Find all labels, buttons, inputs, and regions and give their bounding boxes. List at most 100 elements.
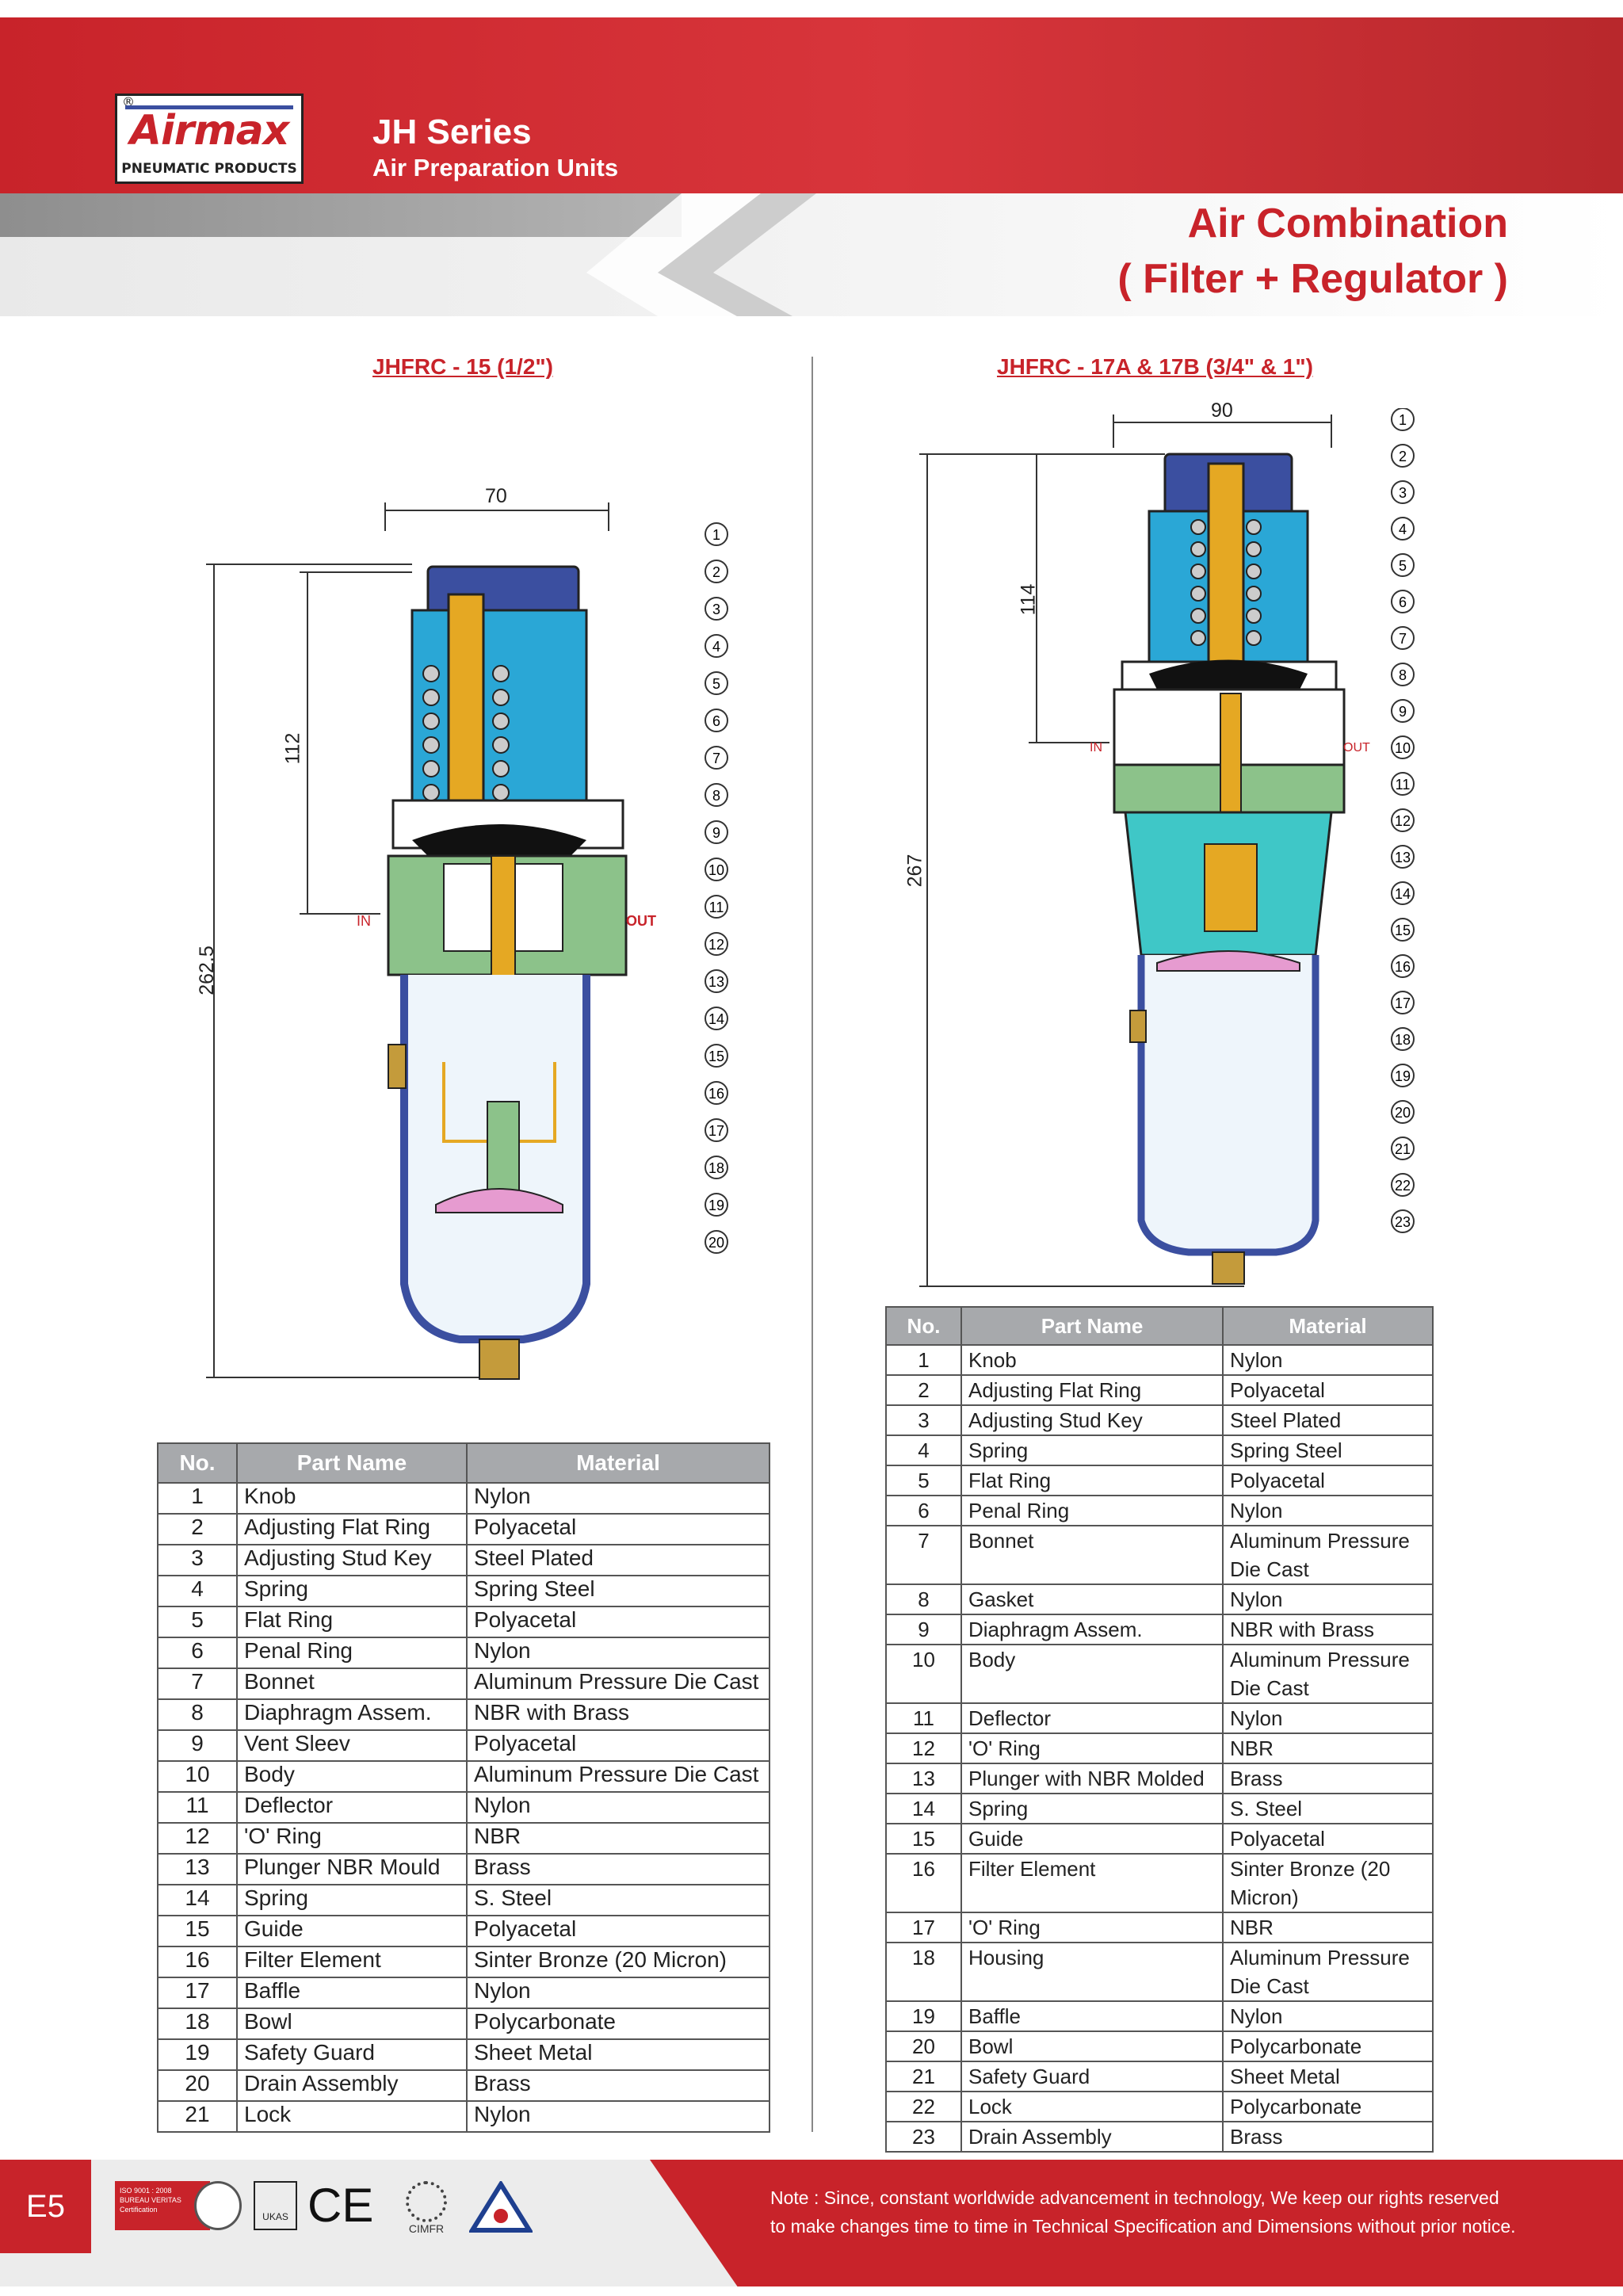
svg-text:18: 18 — [1395, 1032, 1411, 1048]
callout-14: 14 — [1391, 881, 1415, 905]
right-port-in: IN — [1090, 741, 1102, 755]
right-model-title: JHFRC - 17A & 17B (3/4" & 1") — [997, 354, 1313, 379]
footer-note-line1: Note : Since, constant worldwide advance… — [770, 2187, 1499, 2208]
svg-text:12: 12 — [1395, 813, 1411, 829]
left-dim-width: 70 — [485, 485, 507, 507]
svg-text:16: 16 — [708, 1086, 724, 1102]
part-name: Flat Ring — [961, 1465, 1224, 1496]
svg-text:17: 17 — [1395, 995, 1411, 1011]
part-material: Polyacetal — [467, 1729, 770, 1762]
part-name: Body — [961, 1644, 1224, 1704]
svg-text:3: 3 — [1399, 485, 1407, 501]
right-dim-total-height: 267 — [903, 854, 926, 888]
svg-text:13: 13 — [708, 974, 724, 990]
part-number: 12 — [157, 1822, 238, 1855]
callout-17: 17 — [1391, 991, 1415, 1014]
part-name: Bowl — [961, 2030, 1224, 2062]
part-name: Spring — [961, 1793, 1224, 1824]
col-header-no: No. — [885, 1306, 962, 1346]
part-number: 18 — [157, 2008, 238, 2040]
part-name: Bonnet — [961, 1525, 1224, 1585]
part-name: Spring — [237, 1884, 468, 1916]
svg-text:2: 2 — [712, 564, 720, 580]
part-material: Brass — [1223, 1763, 1434, 1794]
svg-text:17: 17 — [708, 1123, 724, 1139]
callout-5: 5 — [1391, 553, 1415, 577]
part-number: 5 — [885, 1465, 962, 1496]
svg-text:8: 8 — [1399, 667, 1407, 683]
svg-text:12: 12 — [708, 937, 724, 953]
part-material: NBR with Brass — [1223, 1614, 1434, 1645]
callout-8: 8 — [705, 783, 728, 807]
part-name: Housing — [961, 1942, 1224, 2002]
part-number: 10 — [157, 1760, 238, 1793]
part-material: Polycarbonate — [1223, 2091, 1434, 2122]
part-name: Plunger NBR Mould — [237, 1853, 468, 1885]
part-material: Spring Steel — [467, 1575, 770, 1607]
part-number: 20 — [885, 2030, 962, 2062]
part-number: 2 — [885, 1374, 962, 1406]
part-name: Baffle — [961, 2000, 1224, 2032]
right-cross-section-diagram — [919, 415, 1346, 1287]
callout-12: 12 — [1391, 808, 1415, 832]
callout-11: 11 — [1391, 772, 1415, 796]
part-material: Sinter Bronze (20 Micron) — [1223, 1853, 1434, 1913]
right-dim-width: 90 — [1211, 399, 1233, 422]
col-header-part-name: Part Name — [236, 1442, 468, 1484]
part-number: 1 — [157, 1482, 238, 1515]
part-name: Safety Guard — [237, 2038, 468, 2071]
part-name: 'O' Ring — [237, 1822, 468, 1855]
part-name: Lock — [961, 2091, 1224, 2122]
part-name: Adjusting Flat Ring — [961, 1374, 1224, 1406]
part-material: Aluminum Pressure Die Cast — [1223, 1644, 1434, 1704]
part-number: 1 — [885, 1344, 962, 1376]
callout-23: 23 — [1391, 1209, 1415, 1233]
svg-text:9: 9 — [1399, 704, 1407, 720]
part-number: 8 — [885, 1584, 962, 1615]
ce-mark-logo: CE — [307, 2179, 374, 2232]
part-material: Brass — [467, 2069, 770, 2102]
callout-15: 15 — [1391, 918, 1415, 942]
page-subtitle: ( Filter + Regulator ) — [1117, 256, 1508, 302]
col-header-material: Material — [1222, 1306, 1434, 1346]
svg-text:20: 20 — [1395, 1105, 1411, 1121]
header-chevron-graphic — [586, 193, 816, 316]
part-number: 20 — [157, 2069, 238, 2102]
part-material: Sinter Bronze (20 Micron) — [467, 1946, 770, 1978]
left-dim-inner-height: 112 — [281, 732, 304, 765]
part-number: 5 — [157, 1606, 238, 1638]
callout-18: 18 — [1391, 1027, 1415, 1051]
callout-19: 19 — [1391, 1064, 1415, 1087]
part-material: Aluminum Pressure Die Cast — [1223, 1942, 1434, 2002]
part-number: 9 — [885, 1614, 962, 1645]
part-name: Lock — [237, 2100, 468, 2133]
footer-red-band — [650, 2160, 1623, 2286]
seal-logo — [194, 2181, 242, 2230]
part-material: Nylon — [467, 1977, 770, 2009]
part-name: Diaphragm Assem. — [961, 1614, 1224, 1645]
part-material: Nylon — [467, 1482, 770, 1515]
part-number: 22 — [885, 2091, 962, 2122]
part-number: 18 — [885, 1942, 962, 2002]
bis-standard-logo — [469, 2181, 533, 2233]
right-dim-inner-height: 114 — [1017, 583, 1040, 616]
callout-13: 13 — [1391, 845, 1415, 869]
svg-text:1: 1 — [712, 527, 720, 543]
svg-text:15: 15 — [708, 1049, 724, 1064]
callout-12: 12 — [705, 932, 728, 956]
part-number: 23 — [885, 2121, 962, 2153]
part-number: 16 — [885, 1853, 962, 1913]
part-name: 'O' Ring — [961, 1733, 1224, 1764]
